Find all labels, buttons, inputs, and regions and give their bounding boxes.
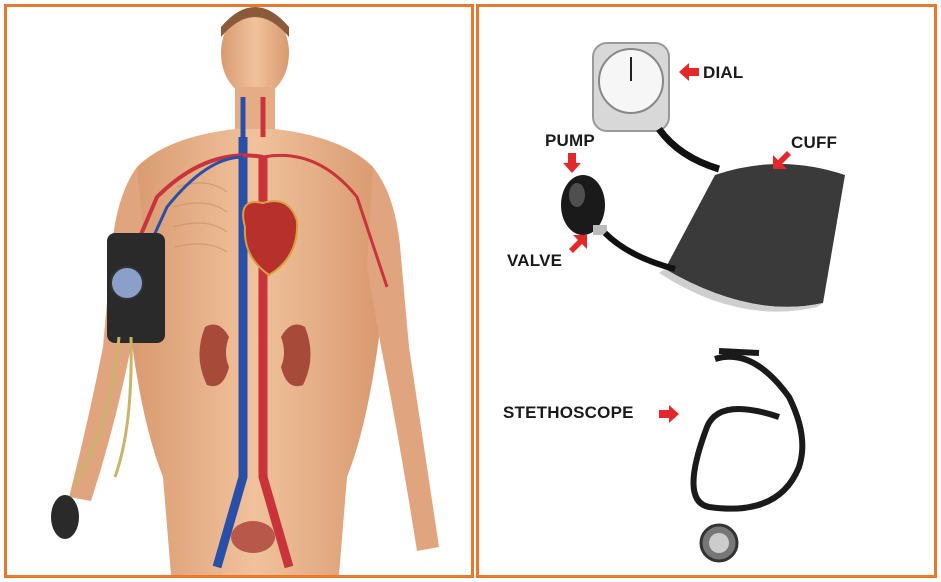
bladder <box>231 521 275 553</box>
right-kidney <box>281 325 311 387</box>
right-arm <box>367 167 439 551</box>
label-valve: VALVE <box>507 251 562 271</box>
label-cuff: CUFF <box>791 133 837 153</box>
left-kidney <box>199 325 229 387</box>
equipment-illustration <box>479 7 934 575</box>
arm-pump-bulb <box>51 495 79 539</box>
stethoscope <box>693 351 802 509</box>
arm-cuff-gauge <box>111 267 143 299</box>
torso <box>131 129 379 575</box>
body-illustration-panel <box>4 4 474 578</box>
red-arrow-icon <box>567 235 587 255</box>
label-stethoscope: STETHOSCOPE <box>503 403 634 423</box>
human-body-illustration <box>7 7 471 575</box>
red-arrow-icon <box>773 149 793 169</box>
red-arrow-icon <box>679 63 699 81</box>
red-arrow-icon <box>563 153 581 173</box>
label-pump: PUMP <box>545 131 595 151</box>
label-dial: DIAL <box>703 63 743 83</box>
equipment-panel: DIAL PUMP CUFF VALVE STETHOSCOPE <box>476 4 937 578</box>
red-arrow-icon <box>659 405 679 423</box>
